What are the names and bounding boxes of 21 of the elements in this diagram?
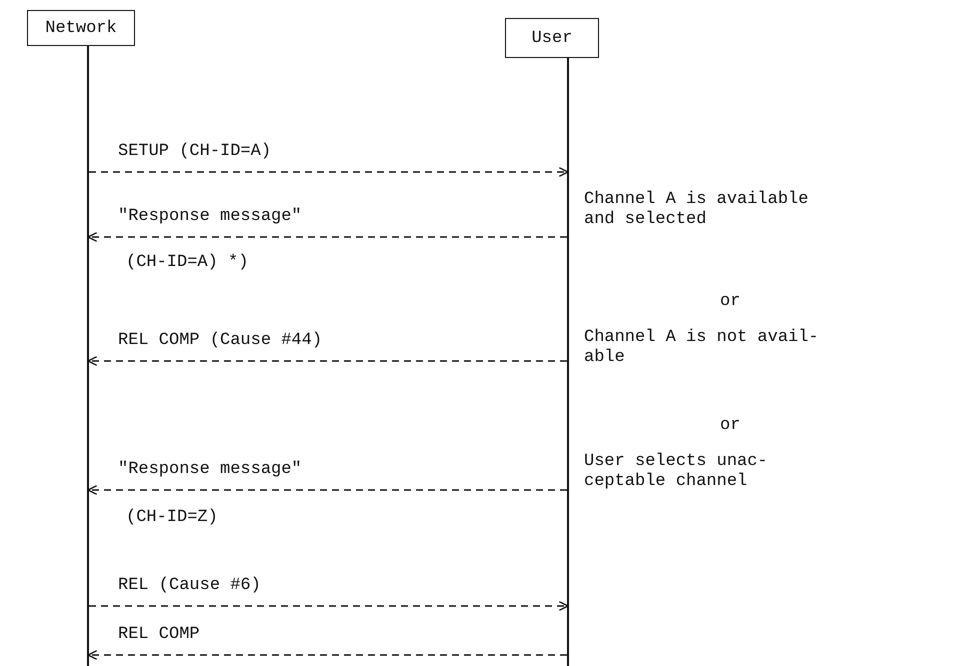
participant-box: Network: [27, 10, 135, 46]
message-label: SETUP (CH-ID=A): [118, 142, 272, 162]
message-arrow: [87, 484, 567, 496]
message-arrow: [87, 650, 567, 660]
message-label: "Response message": [118, 207, 302, 227]
note-text: User selects unac- ceptable channel: [584, 452, 769, 492]
note-text: (CH-ID=Z): [126, 508, 219, 528]
message-arrow: [89, 600, 569, 612]
note-text: Channel A is available and selected: [584, 190, 810, 230]
participant-box: User: [505, 18, 599, 58]
message-arrow: [87, 232, 567, 242]
message-label: "Response message": [118, 460, 302, 480]
note-text: or: [720, 416, 742, 436]
message-arrow: [89, 166, 569, 178]
message-label: REL COMP: [118, 625, 200, 645]
message-label: REL (Cause #6): [118, 576, 261, 596]
message-label: REL COMP (Cause #44): [118, 331, 322, 351]
message-arrow: [87, 356, 567, 366]
note-text: or: [720, 292, 742, 312]
note-text: Channel A is not avail- able: [584, 328, 820, 368]
note-text: (CH-ID=A) *): [126, 253, 250, 273]
